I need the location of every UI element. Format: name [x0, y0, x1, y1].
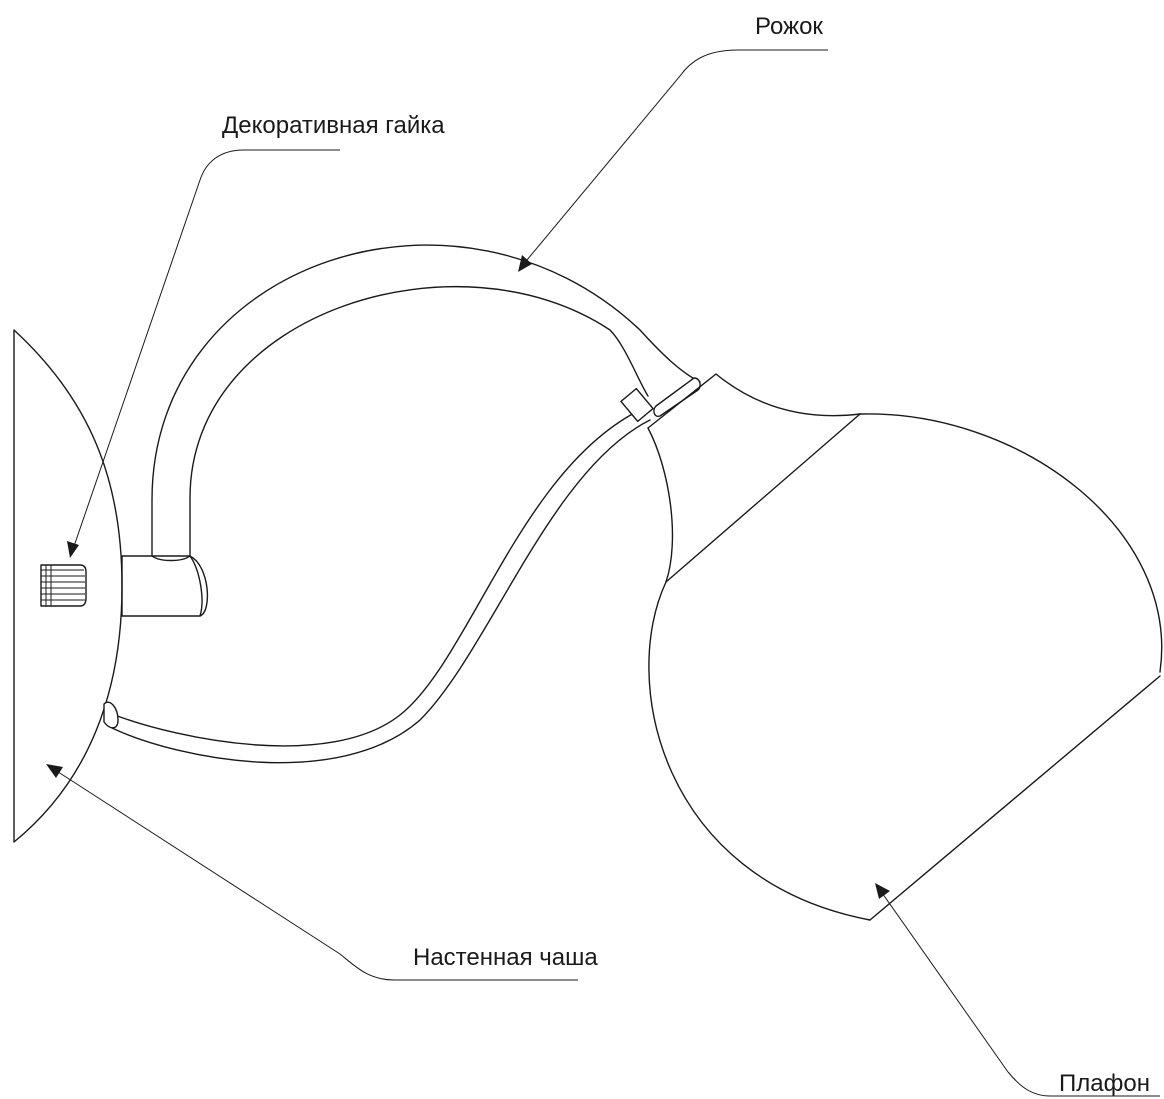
leader-nut [67, 149, 340, 558]
wall-cup [13, 329, 123, 843]
label-shade: Плафон [1059, 1070, 1150, 1097]
leader-horn [518, 49, 828, 272]
horn-arm [151, 244, 701, 562]
label-nut: Декоративная гайка [222, 112, 445, 139]
wire-tube [103, 409, 651, 764]
label-wall-cup: Настенная чаша [413, 944, 598, 971]
leader-shade [875, 883, 1160, 1097]
leader-wall-cup [46, 764, 578, 981]
label-horn: Рожок [755, 13, 823, 40]
decorative-nut [40, 564, 87, 607]
socket-connector [620, 377, 701, 423]
arm-holder [121, 555, 209, 617]
shade [647, 373, 1163, 921]
